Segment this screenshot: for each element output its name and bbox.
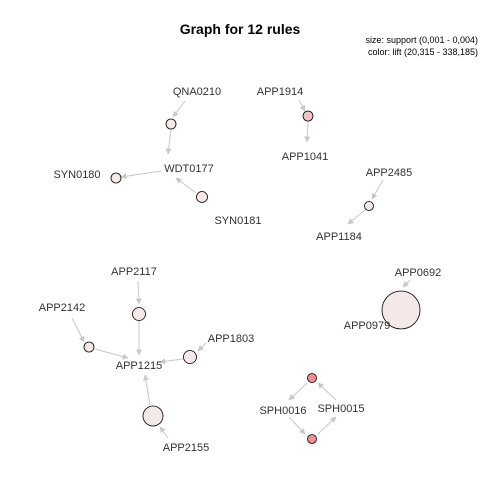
edge-rule-app1215-b	[94, 348, 129, 360]
rule-node[interactable]	[83, 341, 95, 353]
edge-syn0181-rule	[175, 177, 197, 194]
edge-app1803-rule	[197, 342, 207, 352]
rule-node[interactable]	[196, 191, 208, 203]
edge-rule-wdt0177	[165, 128, 172, 155]
item-label: SYN0180	[53, 169, 100, 181]
item-label: WDT0177	[164, 163, 214, 175]
rule-node[interactable]	[183, 350, 197, 364]
rule-node[interactable]	[307, 373, 317, 383]
edge-rule-app1184	[347, 209, 366, 225]
item-label: APP0979	[344, 320, 390, 332]
item-label: SPH0016	[259, 405, 306, 417]
item-label: APP0692	[395, 267, 441, 279]
rule-nodes	[83, 110, 421, 444]
edge-rule-app1215-d	[142, 374, 151, 406]
item-label: QNA0210	[173, 86, 221, 98]
rule-node[interactable]	[142, 405, 164, 427]
edge-app2117-rule	[135, 280, 142, 305]
edge-app2155-rule	[159, 426, 169, 439]
edge-rule-app1041	[304, 120, 311, 143]
edge-qna0210-rule	[172, 100, 186, 118]
item-label: APP2142	[39, 302, 85, 314]
item-label: APP1215	[116, 360, 162, 372]
item-label: APP2485	[366, 167, 412, 179]
edge-wdt0177-rule	[120, 170, 162, 180]
item-label: APP2117	[111, 266, 157, 278]
item-label: APP1041	[282, 151, 328, 163]
graph-title: Graph for 12 rules	[180, 21, 301, 37]
rule-node[interactable]	[110, 172, 122, 184]
edge-app0692-rule	[402, 279, 411, 288]
item-label: APP1914	[257, 86, 303, 98]
rule-node[interactable]	[307, 434, 317, 444]
edge-sph0015-rule	[317, 382, 337, 401]
legend-color: color: lift (20,315 - 338,185)	[368, 47, 478, 57]
rule-node[interactable]	[381, 290, 421, 330]
item-label: SPH0015	[317, 403, 364, 415]
edges	[71, 99, 411, 439]
edge-rule-sph0016	[288, 382, 308, 401]
item-label: APP1184	[316, 231, 362, 243]
item-label: APP1803	[208, 333, 254, 345]
rule-node[interactable]	[165, 118, 177, 130]
edge-sph0016-rule	[288, 416, 306, 435]
item-label: SYN0181	[214, 215, 261, 227]
edge-rule-app1215-c	[159, 358, 184, 365]
edge-app1914-rule	[298, 99, 306, 112]
edge-app2142-rule	[71, 317, 85, 343]
item-labels: QNA0210 WDT0177 SYN0180 SYN0181 APP1914 …	[39, 86, 441, 454]
edge-app2485-rule	[371, 179, 384, 200]
rule-node[interactable]	[132, 307, 146, 321]
rule-node[interactable]	[302, 110, 314, 122]
rule-node[interactable]	[364, 201, 374, 211]
legend-size: size: support (0,001 - 0,004)	[365, 35, 478, 45]
edge-rule-sph0015	[317, 416, 337, 435]
item-label: APP2155	[163, 442, 209, 454]
